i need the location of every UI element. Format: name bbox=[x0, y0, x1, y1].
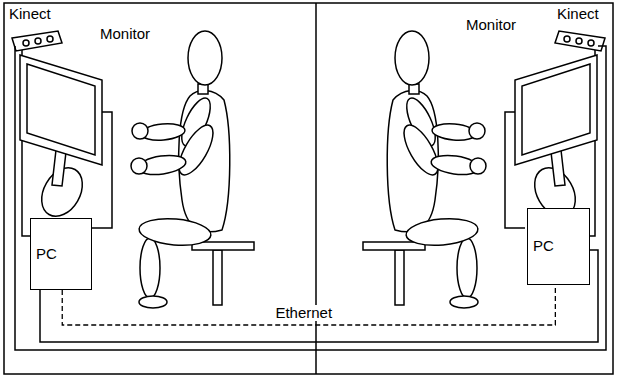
pc-label: PC bbox=[533, 238, 554, 255]
kinect-lens bbox=[47, 36, 53, 42]
cable bbox=[15, 46, 606, 350]
pc-box: PC bbox=[527, 208, 590, 285]
edge-label: Ethernet bbox=[273, 305, 334, 322]
kinect-sensor bbox=[12, 31, 62, 51]
person-head bbox=[188, 31, 222, 85]
person-arm bbox=[172, 120, 219, 179]
part-label: Kinect bbox=[9, 6, 51, 23]
person-hand bbox=[132, 123, 148, 139]
kinect-lens bbox=[23, 40, 29, 46]
person-shin bbox=[140, 238, 160, 298]
monitor-frame bbox=[20, 55, 102, 165]
person-thigh bbox=[138, 216, 212, 248]
cable bbox=[40, 250, 598, 342]
monitor-screen bbox=[27, 64, 95, 155]
part-label: Monitor bbox=[466, 17, 516, 34]
pc-box: PC bbox=[30, 218, 92, 290]
part-label: Monitor bbox=[100, 26, 150, 43]
part-label: Kinect bbox=[557, 6, 599, 23]
kinect-lens bbox=[35, 38, 41, 44]
room-border bbox=[4, 3, 613, 374]
monitor-neck bbox=[52, 150, 66, 186]
pc-label: PC bbox=[36, 246, 57, 263]
person-foot bbox=[139, 296, 167, 308]
stool-leg bbox=[213, 250, 222, 305]
ethernet-connector bbox=[62, 285, 555, 325]
person-hand bbox=[131, 158, 147, 174]
mirrored-room bbox=[363, 31, 605, 308]
